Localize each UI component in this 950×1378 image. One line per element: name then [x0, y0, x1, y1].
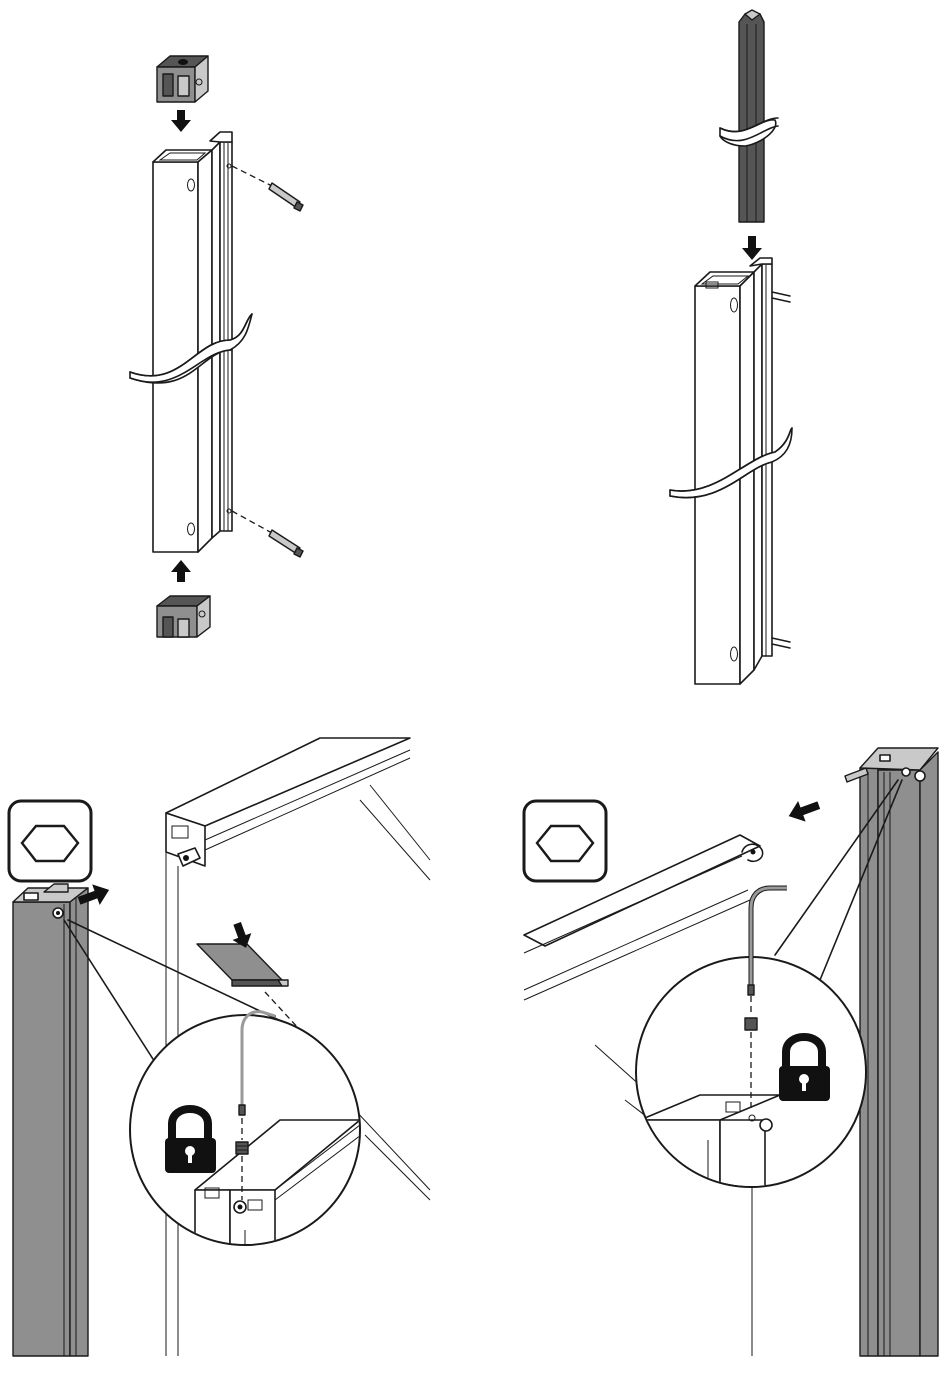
down-arrow-icon: [742, 236, 762, 260]
gray-side-profile: [13, 884, 88, 1356]
up-arrow-icon: [171, 560, 191, 582]
threaded-pin-top: [232, 166, 303, 211]
panel-step-4: [524, 748, 938, 1356]
seal-profile: [739, 10, 764, 222]
panel-step-1: [130, 56, 303, 637]
panel-step-3: [9, 738, 430, 1356]
down-arrow-icon: [171, 110, 191, 132]
top-end-cap: [157, 56, 208, 102]
panel-step-2: [670, 10, 792, 684]
hex-key-icon: [524, 801, 606, 881]
cover-plate: [197, 944, 288, 986]
bottom-end-cap: [157, 596, 210, 637]
detail-magnifier: [130, 1012, 365, 1260]
left-arrow-icon: [785, 795, 823, 827]
hex-key-icon: [9, 801, 91, 881]
threaded-pin-bottom: [232, 511, 303, 557]
